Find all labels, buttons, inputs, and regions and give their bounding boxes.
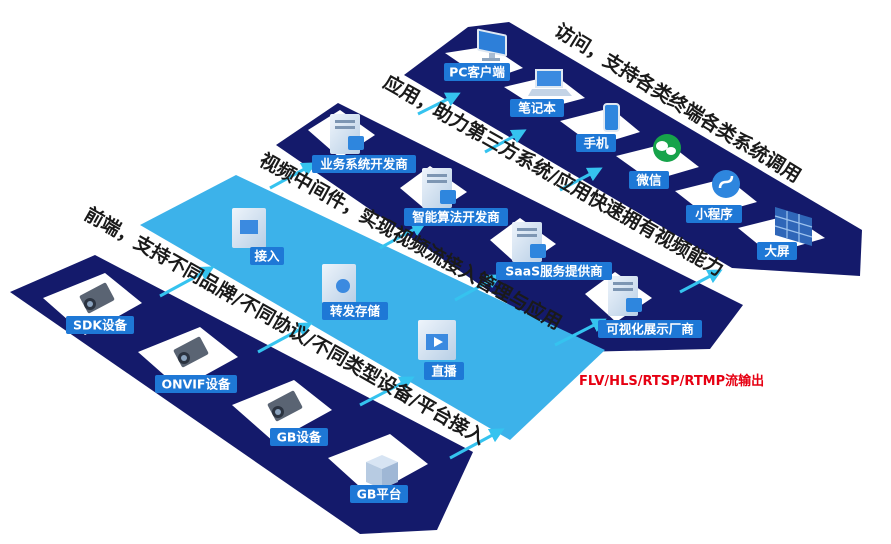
connection-arrows — [159, 92, 723, 460]
item-label-text: 手机 — [583, 136, 609, 151]
server-icon — [608, 276, 642, 316]
camera-icon — [79, 282, 115, 314]
item-label: SaaS服务提供商 — [496, 262, 612, 280]
camera-icon — [173, 336, 209, 368]
access-icon — [232, 208, 266, 248]
item-label-text: 业务系统开发商 — [320, 157, 408, 172]
storage-icon — [322, 264, 356, 304]
wechat-icon — [653, 134, 681, 162]
item-label-text: 可视化展示厂商 — [606, 322, 694, 337]
item-label: 业务系统开发商 — [312, 155, 416, 173]
item-label: 笔记本 — [510, 99, 564, 117]
item-label-text: 笔记本 — [517, 101, 556, 116]
monitor-icon — [477, 28, 507, 61]
camera-icons — [79, 282, 303, 422]
item-label: 手机 — [576, 134, 616, 152]
item-label-text: GB平台 — [357, 487, 402, 502]
item-label: 小程序 — [686, 205, 742, 223]
item-label-text: SaaS服务提供商 — [505, 264, 602, 279]
stream-output-label: FLV/HLS/RTSP/RTMP流输出 — [579, 373, 764, 389]
item-label-text: ONVIF设备 — [162, 377, 231, 392]
item-label-text: 微信 — [635, 173, 662, 188]
mini-program-icon — [712, 170, 740, 198]
item-label: 转发存储 — [322, 302, 388, 320]
item-label-text: 小程序 — [694, 207, 733, 222]
item-label-text: 智能算法开发商 — [411, 210, 500, 225]
item-label-text: GB设备 — [277, 430, 322, 445]
laptop-icon — [528, 69, 572, 96]
item-label: SDK设备 — [66, 316, 134, 334]
video-wall-icon — [774, 207, 813, 246]
server-icons — [330, 114, 642, 316]
platform-box-icon — [366, 455, 398, 489]
item-label-text: 接入 — [254, 249, 280, 264]
item-label-text: SDK设备 — [73, 318, 128, 333]
item-label-text: 转发存储 — [330, 304, 381, 319]
item-label: GB设备 — [270, 428, 328, 446]
item-label: 微信 — [629, 171, 669, 189]
item-label: 可视化展示厂商 — [598, 320, 702, 338]
server-icon — [422, 168, 456, 208]
server-icon — [512, 222, 546, 262]
item-label: PC客户端 — [444, 63, 510, 81]
item-label: ONVIF设备 — [155, 375, 237, 393]
item-label: 直播 — [424, 362, 464, 380]
camera-icon — [267, 390, 303, 422]
item-label-text: 大屏 — [764, 244, 790, 259]
live-icon — [418, 320, 456, 360]
item-label-text: 直播 — [431, 364, 457, 379]
item-label: 智能算法开发商 — [404, 208, 508, 226]
server-icon — [330, 114, 364, 154]
item-label: 接入 — [250, 247, 284, 265]
phone-icon — [603, 103, 620, 132]
item-label-text: PC客户端 — [449, 65, 505, 80]
item-label: 大屏 — [757, 242, 797, 260]
item-label: GB平台 — [350, 485, 408, 503]
